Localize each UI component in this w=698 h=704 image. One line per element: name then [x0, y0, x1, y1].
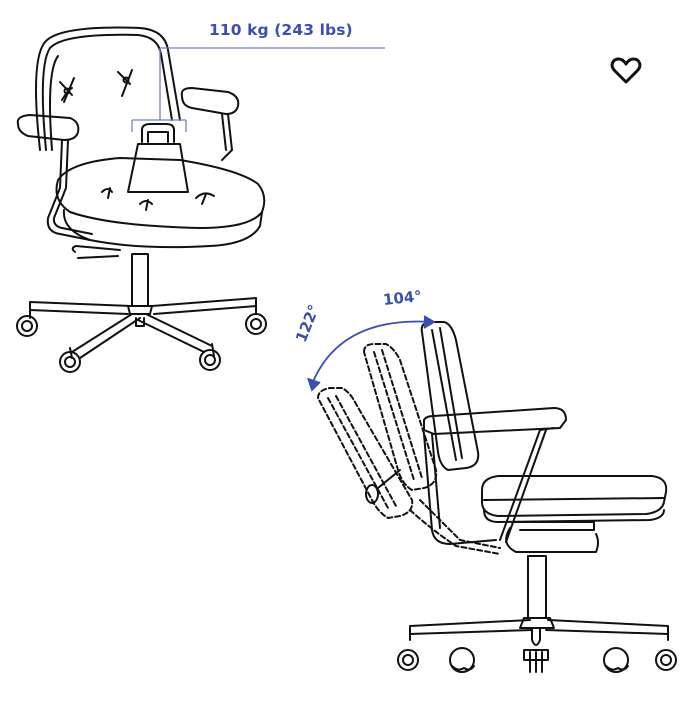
- heart-outline-icon: [610, 57, 642, 84]
- side-view-chair: [317, 321, 677, 673]
- favorite-button[interactable]: [608, 55, 644, 87]
- front-view-chair: [16, 26, 267, 373]
- max-load-label: 110 kg (243 lbs): [209, 21, 353, 39]
- load-callout-lines: [131, 47, 385, 132]
- tilt-angle-arc: [307, 315, 436, 392]
